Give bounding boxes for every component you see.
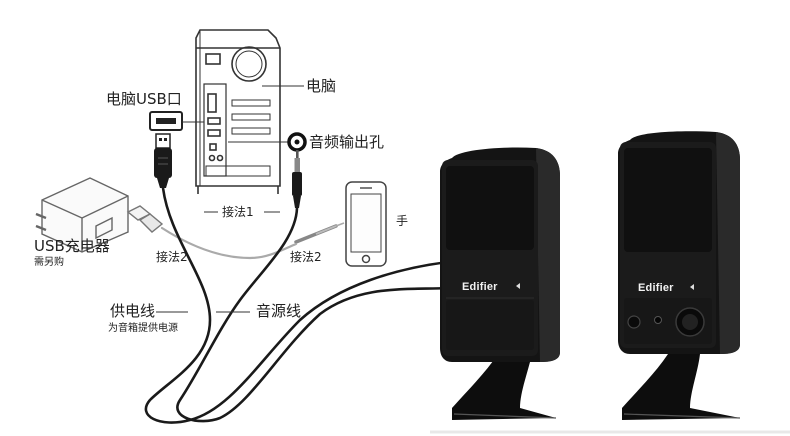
- usb-charger-illustration: [35, 177, 129, 253]
- usb-port-icon: [149, 111, 183, 131]
- computer-label: 电脑: [306, 77, 337, 95]
- left-brand-mark-icon: [516, 283, 520, 289]
- left-speaker: [440, 147, 560, 420]
- audio-plug-icon: [292, 150, 302, 208]
- method2-left-label: 接法2: [156, 250, 188, 264]
- method2-right-label: 接法2: [290, 250, 322, 264]
- right-speaker: [618, 131, 741, 420]
- cables: [144, 186, 450, 424]
- power-switch-icon: [627, 315, 641, 329]
- computer-usb-port-label: 电脑USB口: [106, 90, 182, 108]
- audio-jack-label: 音频输出孔: [309, 133, 385, 151]
- usb-plug-icon: [154, 133, 172, 188]
- power-cable-note: 为音箱提供电源: [108, 323, 178, 334]
- usb-charger-label: USB充电器: [34, 237, 110, 255]
- phone-label: 手: [396, 214, 409, 228]
- smartphone-illustration: [345, 181, 387, 267]
- headphone-jack-icon: [654, 316, 662, 324]
- audio-plug-grey-icon: [294, 222, 345, 244]
- audio-cable-label: 音源线: [256, 302, 302, 320]
- left-speaker-brand: Edifier: [462, 281, 498, 293]
- audio-jack-icon: [287, 132, 307, 152]
- right-brand-mark-icon: [690, 284, 694, 290]
- usb-plug-grey-icon: [126, 205, 164, 233]
- method1-label: 接法1: [222, 205, 254, 219]
- usb-charger-note: 需另购: [34, 257, 64, 268]
- right-speaker-brand: Edifier: [638, 282, 674, 294]
- power-cable-label: 供电线: [110, 302, 156, 320]
- computer-tower-illustration: [195, 29, 281, 194]
